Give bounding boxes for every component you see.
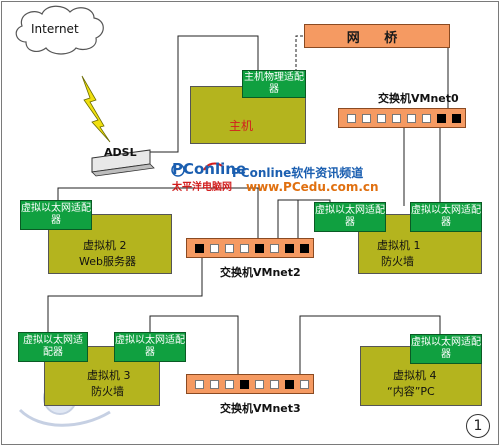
switch-vmnet2-label: 交换机VMnet2 [220,266,301,279]
watermark-brand: PConline [172,160,247,178]
vm4-role: “内容”PC [387,385,435,398]
switch-port [270,380,279,389]
switch-port-active [285,244,294,253]
switch-vmnet2 [186,238,314,258]
vm2-role: Web服务器 [79,255,136,268]
switch-port [195,380,204,389]
vm2-name: 虚拟机 2 [83,239,127,252]
switch-port [377,114,386,123]
vm3-adapter-b: 虚拟以太网适配器 [114,332,186,362]
switch-port-active [195,244,204,253]
wire-host-adsl [148,35,259,153]
wire-host-bridge [295,35,304,72]
vm1-adapter-b: 虚拟以太网适配器 [410,202,482,232]
pconline-logo-icon [171,162,223,177]
vm4-name: 虚拟机 4 [393,369,437,382]
vm3-adapter-a: 虚拟以太网适配器 [18,332,88,362]
switch-port-active [255,244,264,253]
vm4-adapter: 虚拟以太网适配器 [410,334,482,364]
switch-port [240,244,249,253]
switch-vmnet3 [186,374,314,394]
switch-port [270,244,279,253]
switch-port-active [437,114,446,123]
watermark-url: www.PCedu.com.cn [246,180,379,194]
switch-port-active [285,380,294,389]
vm2-adapter: 虚拟以太网适配器 [20,200,92,230]
internet-label: Internet [31,22,79,36]
host-physical-adapter: 主机物理适配器 [242,70,306,98]
vm3-role: 防火墙 [91,385,124,398]
watermark-brand-cn: 太平洋电脑网 [172,182,232,193]
figure-number-badge: 1 [466,414,490,438]
vm1-role: 防火墙 [381,255,414,268]
switch-port [300,380,309,389]
vm1-adapter-a: 虚拟以太网适配器 [314,202,386,232]
switch-port [210,380,219,389]
vm1-name: 虚拟机 1 [377,239,421,252]
watermark-channel: PConline软件资讯频道 [232,166,364,180]
wire-vm2-vmnet2 [57,187,259,248]
switch-port [422,114,431,123]
switch-port [225,380,234,389]
vm3-name: 虚拟机 3 [87,369,131,382]
switch-port [392,114,401,123]
switch-port [347,114,356,123]
lightning-icon [81,75,111,143]
switch-port [407,114,416,123]
wire-vm3-vmnet3 [149,315,239,376]
switch-port [255,380,264,389]
vm2-box: 虚拟机 2 Web服务器 [48,214,172,274]
switch-port [210,244,219,253]
switch-port-active [240,380,249,389]
host-label: 主机 [229,119,254,133]
switch-vmnet3-label: 交换机VMnet3 [220,402,301,415]
wire-vmnet3-vm4 [299,315,441,384]
switch-vmnet0-label: 交换机VMnet0 [378,92,459,105]
internet-cloud [15,5,104,55]
switch-port [225,244,234,253]
adsl-modem-icon [91,149,155,177]
switch-port-active [452,114,461,123]
adsl-label: ADSL [104,146,137,159]
network-bridge: 网 桥 [304,24,450,48]
switch-vmnet0 [338,108,466,128]
switch-port-active [300,244,309,253]
switch-port [362,114,371,123]
wire-vmnet2-vm3 [47,248,203,332]
